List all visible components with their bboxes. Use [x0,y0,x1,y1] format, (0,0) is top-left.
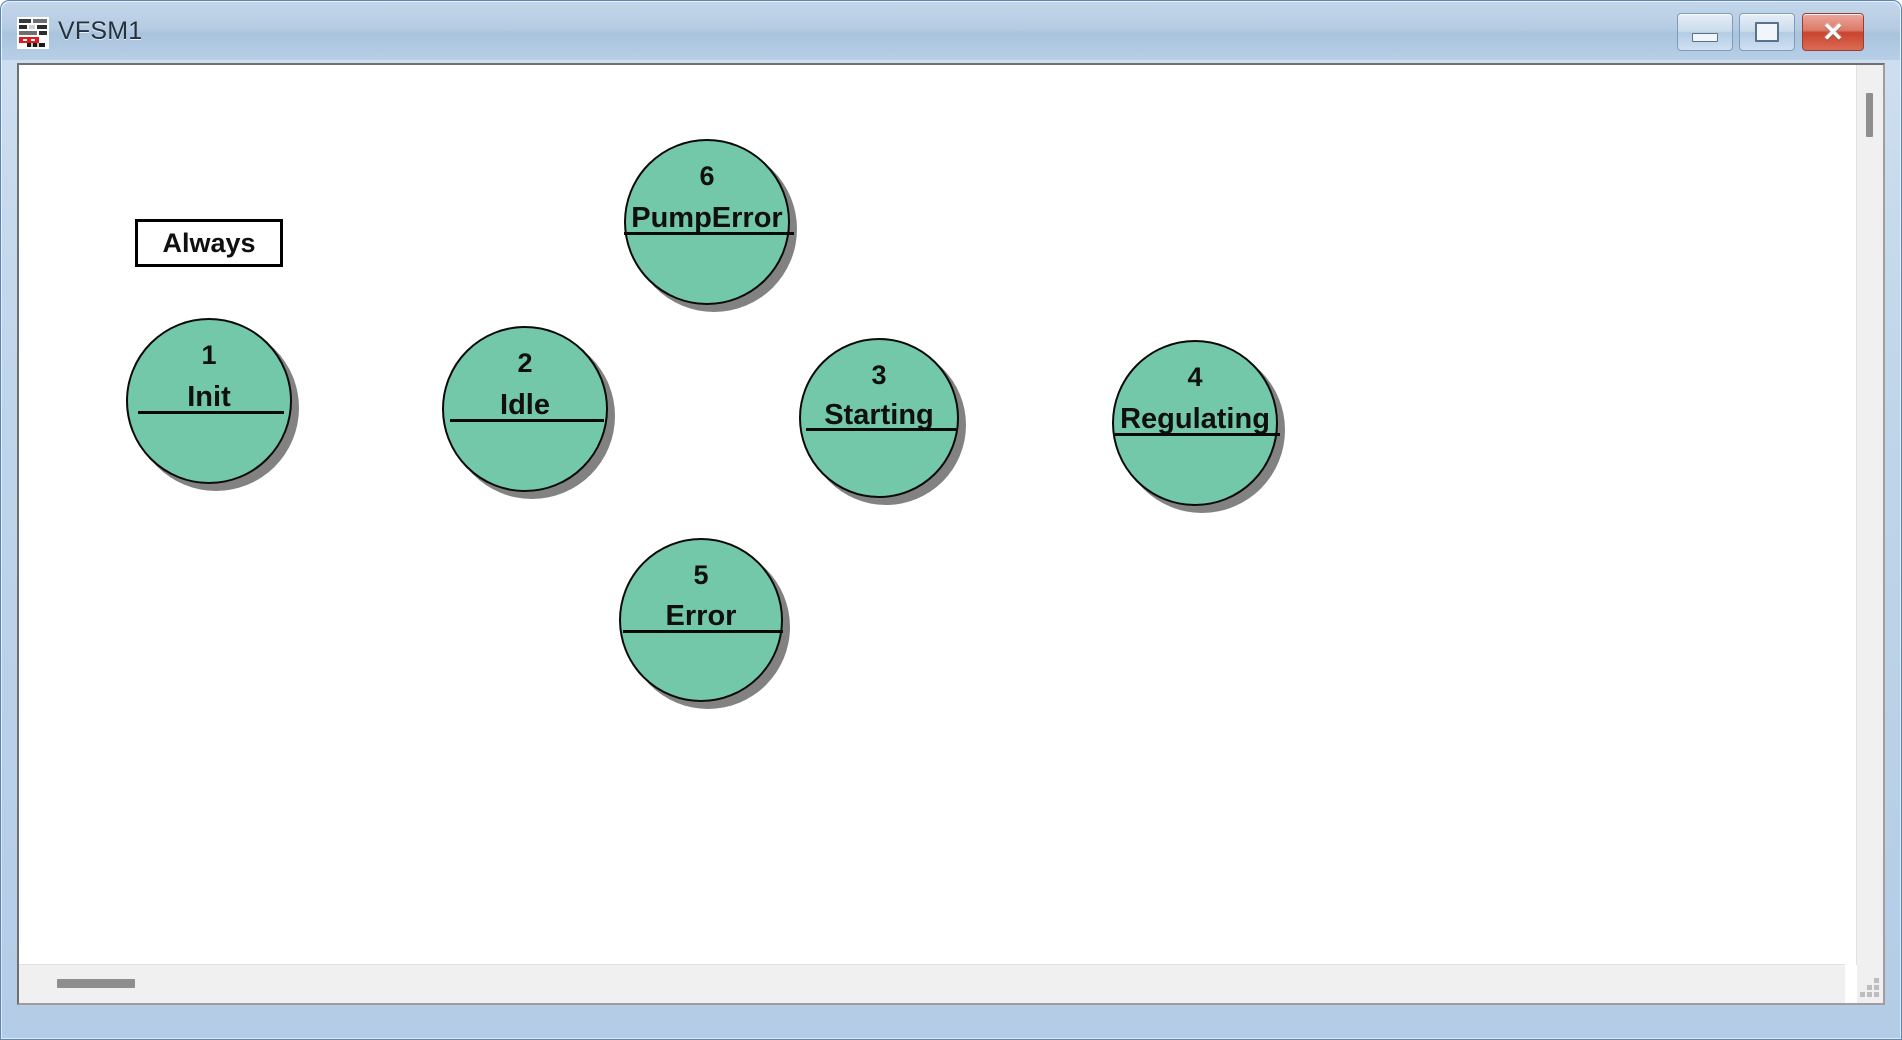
minimize-button[interactable] [1677,13,1733,51]
state-divider-line [806,428,956,431]
state-name: PumpError [631,202,783,234]
state-divider-line [624,232,794,235]
state-name: Error [665,600,737,632]
horizontal-scrollbar-thumb[interactable] [57,979,135,988]
state-number: 2 [517,348,533,378]
state-divider-line [450,419,604,422]
window-title: VFSM1 [58,17,143,45]
state-name: Starting [824,399,934,431]
state-number: 6 [699,161,715,191]
state-name: Idle [500,389,550,421]
vertical-scrollbar[interactable] [1856,65,1883,965]
restore-icon [1755,22,1779,42]
close-icon: ✕ [1822,17,1844,47]
resize-grip[interactable] [1857,975,1879,997]
close-button[interactable]: ✕ [1802,13,1864,51]
state-divider-line [138,411,284,414]
state-number: 1 [201,340,217,370]
state-number: 3 [871,360,887,390]
state-name: Regulating [1120,403,1270,435]
state-number: 5 [693,560,709,590]
vertical-scrollbar-thumb[interactable] [1866,93,1873,137]
condition-box[interactable]: Always [135,219,283,267]
scrollbar-corner [1857,965,1883,1003]
state-name: Init [187,381,231,413]
horizontal-scrollbar[interactable] [19,964,1845,1003]
condition-box-label: Always [162,227,256,258]
maximize-restore-button[interactable] [1739,13,1795,51]
title-bar[interactable]: VFSM1 ✕ [2,2,1900,60]
minimize-icon [1692,32,1718,42]
state-divider-line [623,630,783,633]
state-number: 4 [1187,362,1203,392]
vfsm-app-icon [17,17,49,49]
state-divider-line [1115,433,1280,436]
